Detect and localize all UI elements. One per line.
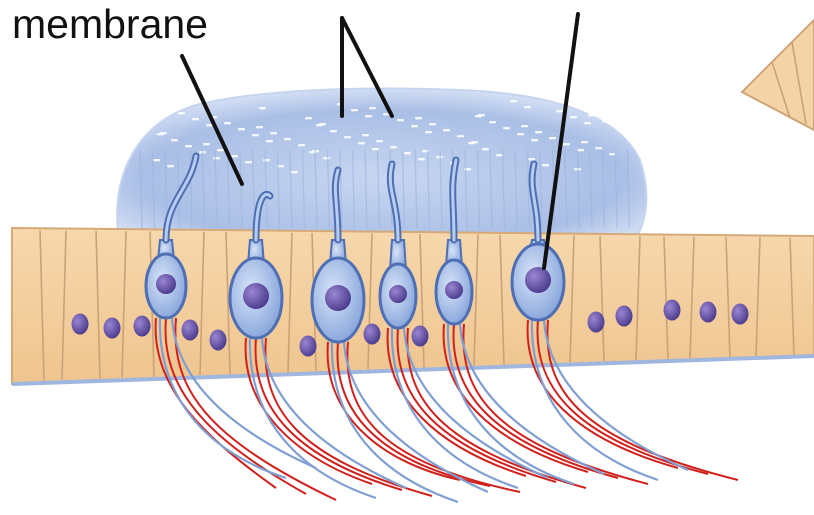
hair-cell-nucleus (156, 274, 176, 294)
gel-speckle (570, 116, 577, 118)
gel-speckle (482, 148, 489, 150)
gel-speckle (330, 130, 337, 132)
gel-speckle (528, 158, 535, 160)
gel-speckle (252, 134, 259, 136)
gel-speckle (411, 125, 418, 127)
hair-cell-nucleus (243, 283, 269, 309)
supporting-cell-nucleus (588, 312, 605, 333)
gel-speckle (284, 138, 291, 140)
supporting-cell-nucleus (300, 336, 317, 357)
supporting-cell-nucleus (412, 326, 429, 347)
supporting-cell-nucleus (616, 306, 633, 327)
gel-speckle (563, 143, 570, 145)
gel-speckle (369, 107, 376, 109)
gel-speckle (524, 106, 531, 108)
hair-cell-nucleus (325, 285, 351, 311)
gel-speckle (478, 114, 485, 116)
gel-speckle (595, 147, 602, 149)
gel-speckle (178, 112, 185, 114)
gel-speckle (319, 123, 326, 125)
gel-speckle (365, 115, 372, 117)
supporting-cell-nucleus (732, 304, 749, 325)
hair-cell-nucleus (389, 285, 407, 303)
gel-speckle (397, 119, 404, 121)
gel-speckle (358, 142, 365, 144)
supporting-cell-nucleus (134, 316, 151, 337)
gel-speckle (362, 134, 369, 136)
supporting-cell-nucleus (72, 314, 89, 335)
gel-speckle (602, 120, 609, 122)
supporting-cell-nucleus (182, 320, 199, 341)
gel-speckle (238, 128, 245, 130)
gel-speckle (167, 165, 174, 167)
gel-speckle (192, 118, 199, 120)
gel-speckle (305, 117, 312, 119)
gel-speckle (542, 164, 549, 166)
supporting-cell-nucleus (364, 324, 381, 345)
gel-speckle (266, 140, 273, 142)
gel-speckle (203, 143, 210, 145)
hair-cell-nucleus (525, 267, 551, 293)
gel-speckle (521, 125, 528, 127)
gel-speckle (351, 109, 358, 111)
supporting-cell-nucleus (664, 300, 681, 321)
gel-speckle (425, 131, 432, 133)
gel-speckle (616, 126, 623, 128)
gel-speckle (556, 110, 563, 112)
gel-speckle (171, 139, 178, 141)
supporting-cell-nucleus (210, 330, 227, 351)
gel-speckle (510, 100, 517, 102)
gel-speckle (376, 140, 383, 142)
gel-speckle (415, 117, 422, 119)
membrane-label: membrane (12, 1, 208, 47)
gel-speckle (503, 127, 510, 129)
gel-speckle (150, 100, 157, 102)
gel-speckle (323, 157, 330, 159)
gel-speckle (549, 137, 556, 139)
supporting-cell-nucleus (104, 318, 121, 339)
gel-speckle (231, 155, 238, 157)
gel-speckle (185, 145, 192, 147)
gel-speckle (429, 123, 436, 125)
gel-speckle (443, 129, 450, 131)
gel-speckle (581, 141, 588, 143)
gel-speckle (164, 106, 171, 108)
hair-cell-nucleus (445, 281, 463, 299)
gel-speckle (298, 144, 305, 146)
gel-speckle (531, 139, 538, 141)
inset-fragment (742, 20, 814, 130)
gel-speckle (153, 159, 160, 161)
gel-speckle (160, 132, 167, 134)
gel-speckle (517, 133, 524, 135)
gel-speckle (489, 121, 496, 123)
gel-speckle (588, 114, 595, 116)
gel-speckle (245, 161, 252, 163)
gel-speckle (263, 159, 270, 161)
gel-speckle (390, 146, 397, 148)
gel-speckle (256, 126, 263, 128)
gel-speckle (418, 158, 425, 160)
supporting-cell-nucleus (700, 302, 717, 323)
gel-speckle (217, 149, 224, 151)
gel-speckle (270, 132, 277, 134)
gel-speckle (404, 152, 411, 154)
gel-speckle (259, 107, 266, 109)
gel-speckle (457, 135, 464, 137)
gel-speckle (224, 122, 231, 124)
gel-speckle (535, 131, 542, 133)
gel-speckle (584, 122, 591, 124)
gel-speckle (471, 141, 478, 143)
gel-speckle (213, 157, 220, 159)
gel-speckle (344, 136, 351, 138)
gel-speckle (291, 171, 298, 173)
